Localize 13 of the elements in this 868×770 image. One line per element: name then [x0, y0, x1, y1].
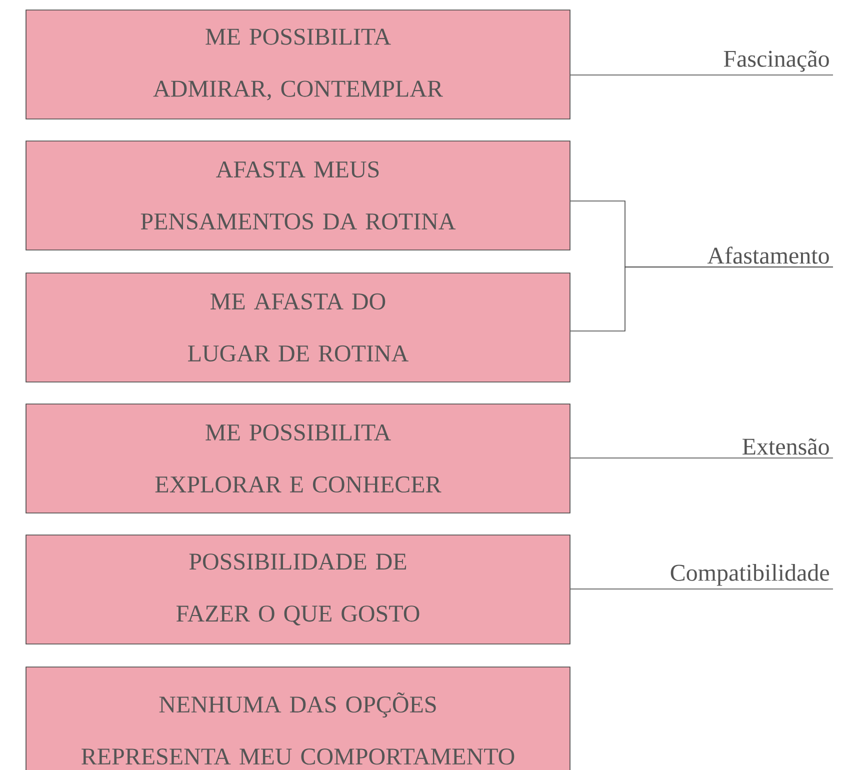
text-box: ME AFASTA DO LUGAR DE ROTINA [26, 272, 570, 382]
category-label: Fascinação [724, 50, 829, 72]
connector-line [570, 588, 834, 590]
category-label: Afastamento [707, 246, 829, 264]
connector-line [570, 74, 834, 76]
text-box: ME POSSIBILITA ADMIRAR, CONTEMPLAR [26, 10, 570, 120]
text-box: NENHUMA DAS OPÇÕES REPRESENTA MEU COMPORTAMENTO [26, 666, 570, 770]
text-box: ME POSSIBILITA EXPLORAR E CONHECER [26, 404, 570, 514]
category-label: Extensão [742, 438, 829, 455]
text-box: POSSIBILIDADE DE FAZER O QUE GOSTO [26, 534, 570, 644]
connector-line [570, 266, 834, 332]
category-label: Compatibilidade [670, 564, 829, 586]
text-box: AFASTA MEUS PENSAMENTOS DA ROTINA [26, 140, 570, 250]
